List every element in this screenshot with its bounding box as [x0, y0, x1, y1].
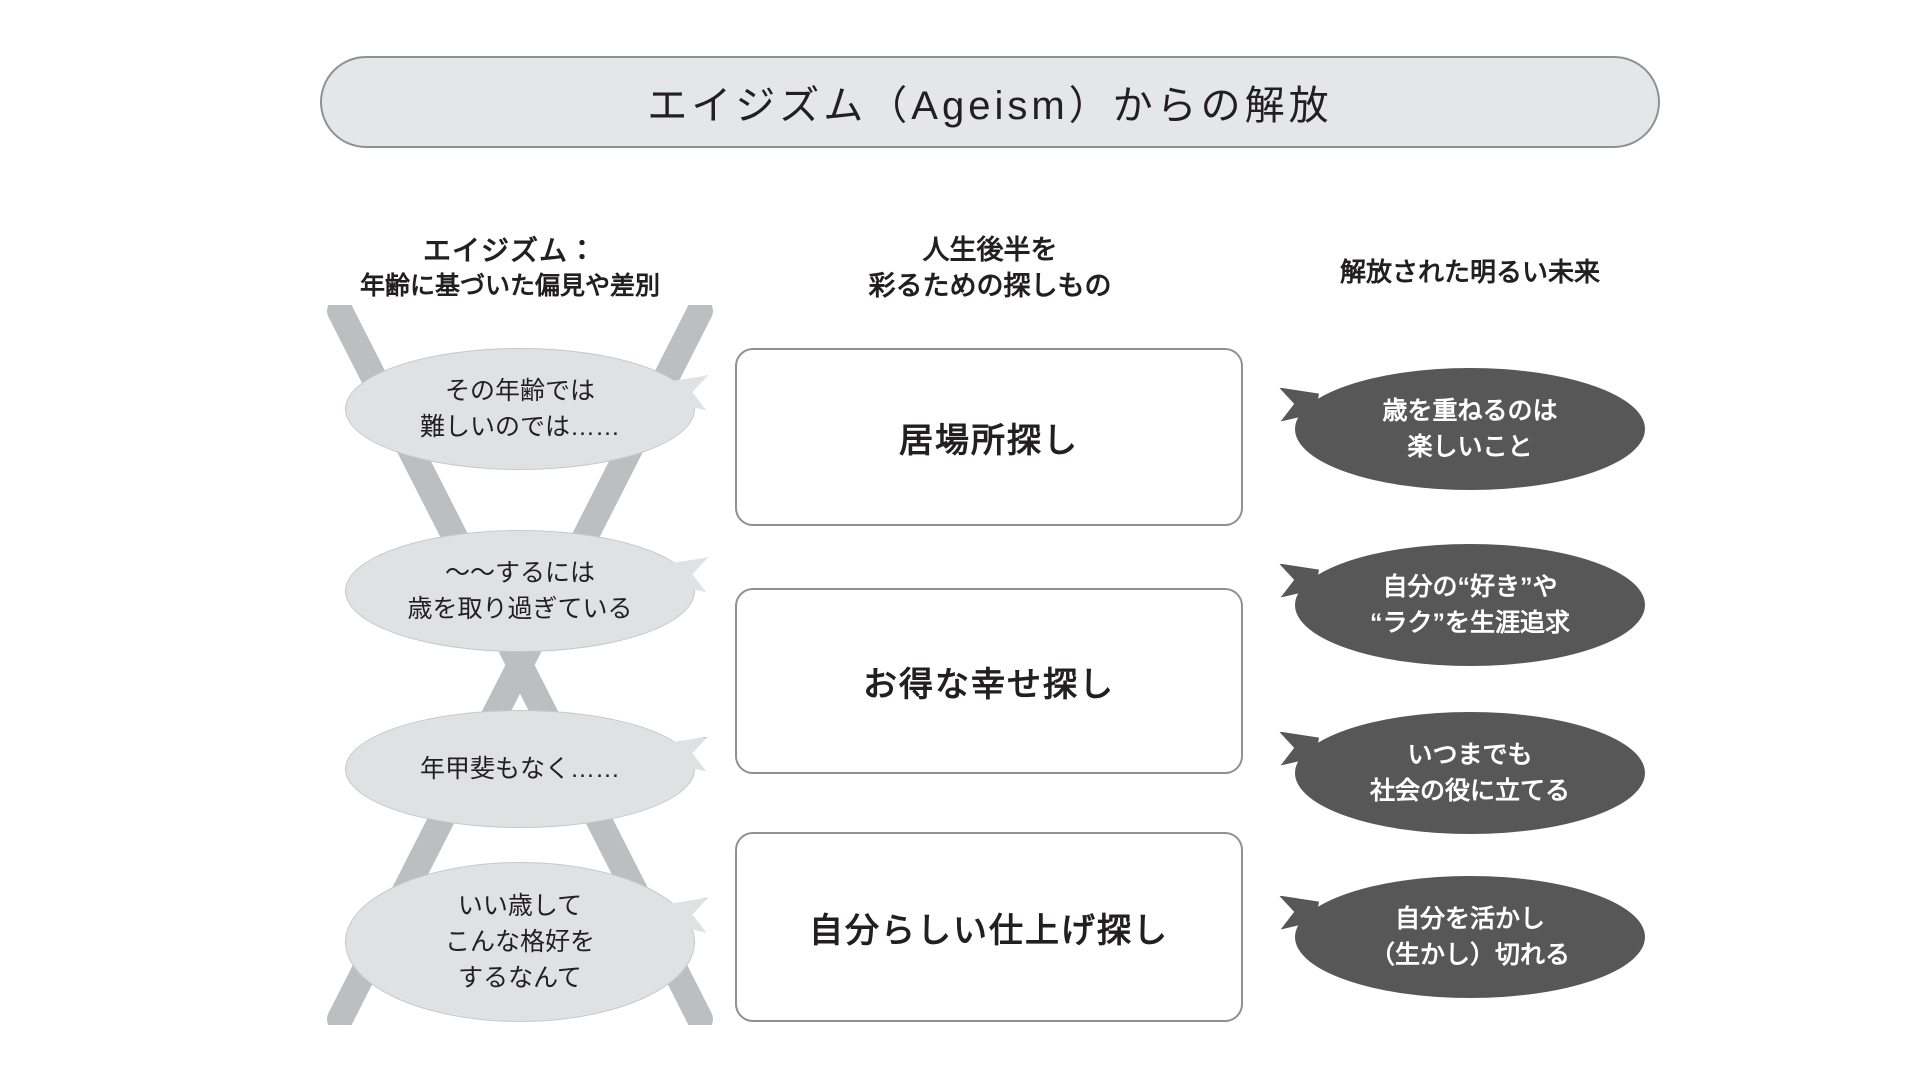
ageism-bubble-line3: するなんて: [458, 964, 582, 993]
ageism-bubble-line1: いい歳して: [457, 891, 583, 920]
speech-tail-icon: [667, 897, 708, 933]
title-banner: エイジズム（Ageism）からの解放: [320, 56, 1660, 148]
ageism-bubble-line2: 歳を取り過ぎている: [407, 595, 633, 623]
speech-tail-icon: [1279, 731, 1319, 766]
search-box: お得な幸せ探し: [735, 588, 1243, 774]
column-header-future: 解放された明るい未来: [1270, 255, 1670, 290]
ageism-bubble-text: 〜〜するには 歳を取り過ぎている: [407, 555, 632, 628]
column-header-ageism-line1: エイジズム：: [422, 235, 597, 266]
ageism-bubble-line2: 難しいのでは……: [419, 413, 620, 441]
column-header-search: 人生後半を 彩るための探しもの: [730, 232, 1250, 305]
ageism-bubble: いい歳して こんな格好を するなんて: [345, 862, 708, 1022]
ageism-bubble-line2: こんな格好を: [444, 927, 595, 956]
ageism-bubble: その年齢では 難しいのでは……: [345, 348, 708, 470]
future-bubble-line1: 自分を活かし: [1394, 904, 1545, 933]
future-bubble-line1: いつまでも: [1407, 740, 1533, 769]
future-bubble-line2: “ラク”を生涯追求: [1369, 609, 1570, 637]
ageism-bubble-line1: 〜〜するには: [444, 558, 595, 587]
speech-tail-icon: [667, 557, 708, 593]
column-header-search-line1: 人生後半を: [922, 235, 1058, 265]
search-box-label: 自分らしい仕上げ探し: [809, 911, 1169, 950]
future-bubble: 歳を重ねるのは 楽しいこと: [1279, 368, 1645, 490]
future-bubble-text: 自分を活かし （生かし）切れる: [1370, 901, 1570, 974]
ageism-bubble-text: いい歳して こんな格好を するなんて: [445, 888, 595, 997]
ageism-bubble-line1: 年甲斐もなく……: [419, 754, 620, 783]
column-header-ageism: エイジズム： 年齢に基づいた偏見や差別: [300, 232, 720, 304]
column-header-ageism-line2: 年齢に基づいた偏見や差別: [359, 271, 660, 300]
ageism-bubble-text: 年甲斐もなく……: [420, 751, 620, 787]
future-bubble-line2: 社会の役に立てる: [1369, 777, 1570, 805]
speech-tail-icon: [667, 736, 708, 772]
search-box: 自分らしい仕上げ探し: [735, 832, 1243, 1022]
future-bubble: いつまでも 社会の役に立てる: [1279, 712, 1645, 834]
ageism-bubble-line1: その年齢では: [444, 376, 595, 405]
search-box: 居場所探し: [735, 348, 1243, 526]
column-header-future-line1: 解放された明るい未来: [1339, 257, 1600, 287]
ageism-bubble-text: その年齢では 難しいのでは……: [420, 373, 620, 446]
speech-tail-icon: [667, 375, 708, 411]
future-bubble: 自分を活かし （生かし）切れる: [1279, 876, 1645, 998]
future-bubble-line1: 自分の“好き”や: [1382, 572, 1558, 601]
ageism-bubble: 年甲斐もなく……: [345, 710, 708, 828]
future-bubble-line1: 歳を重ねるのは: [1382, 396, 1558, 425]
page-title: エイジズム（Ageism）からの解放: [647, 84, 1333, 128]
future-bubble-line2: （生かし）切れる: [1369, 941, 1570, 969]
future-bubble-text: 自分の“好き”や “ラク”を生涯追求: [1370, 569, 1570, 642]
speech-tail-icon: [1279, 895, 1319, 930]
future-bubble-line2: 楽しいこと: [1407, 433, 1533, 461]
search-box-label: 居場所探し: [899, 421, 1079, 460]
speech-tail-icon: [1279, 387, 1319, 422]
speech-tail-icon: [1279, 563, 1319, 598]
future-bubble-text: 歳を重ねるのは 楽しいこと: [1382, 393, 1557, 466]
future-bubble: 自分の“好き”や “ラク”を生涯追求: [1279, 544, 1645, 666]
column-header-search-line2: 彩るための探しもの: [868, 271, 1112, 302]
search-box-label: お得な幸せ探し: [863, 665, 1115, 704]
future-bubble-text: いつまでも 社会の役に立てる: [1370, 737, 1570, 810]
ageism-bubble: 〜〜するには 歳を取り過ぎている: [345, 530, 708, 652]
